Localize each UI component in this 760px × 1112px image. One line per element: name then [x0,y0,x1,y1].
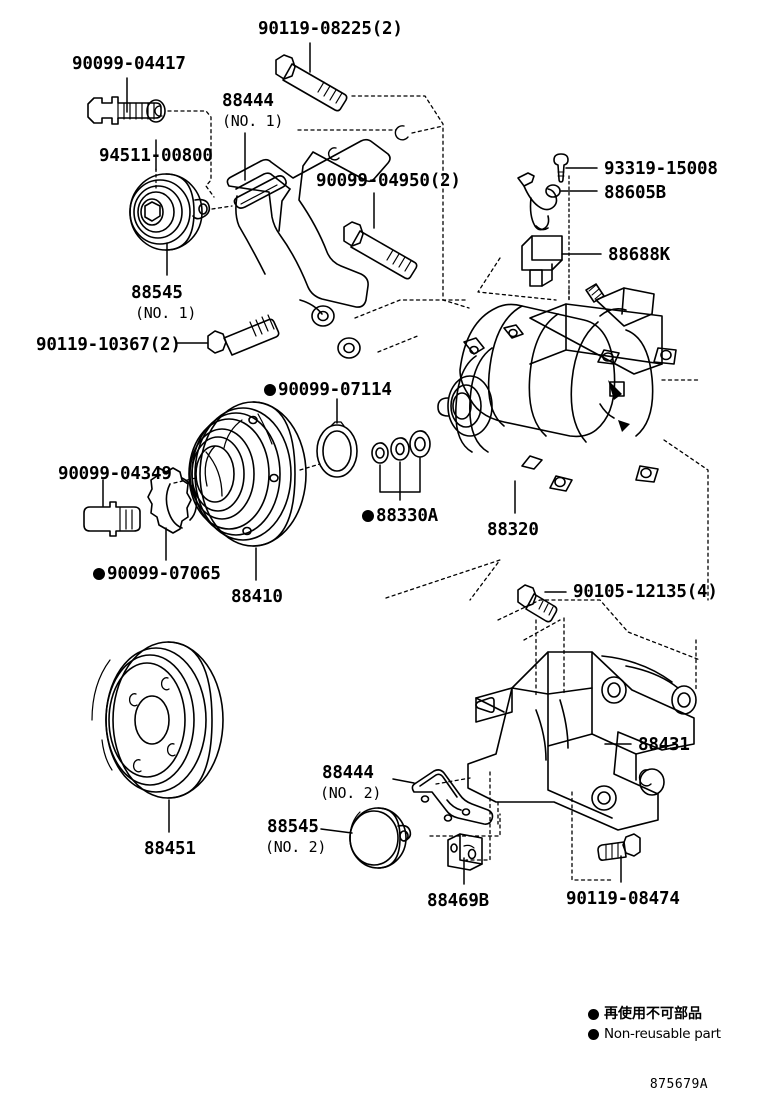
assembly-path-88410 [173,463,321,484]
part-88330A [371,430,431,501]
label-90099-07114: 90099-07114 [264,381,392,399]
non-reusable-marker-icon [93,568,105,580]
label-88469B: 88469B [427,891,490,911]
leader-lines [102,42,632,885]
label-88444-no2-suffix: (NO. 2) [320,784,382,802]
alignment-axes [155,167,570,301]
label-90105-12135: 90105-12135(4) [573,582,718,602]
part-88444-no1 [226,125,409,359]
non-reusable-marker-icon [264,384,276,396]
non-reusable-marker-icon [362,510,374,522]
legend-japanese-text: 再使用不可部品 [604,1006,702,1022]
label-88545-no2-suffix: (NO. 2) [265,838,327,856]
label-90119-10367: 90119-10367(2) [36,335,181,355]
label-88431: 88431 [638,735,690,755]
part-90099-04349 [83,501,141,537]
non-reusable-marker-icon [588,1028,599,1040]
label-88444-no2: 88444 [322,763,374,783]
part-94511-00800 [146,99,166,123]
legend-row-english: Non-reusable part [588,1024,721,1044]
figure-id: 875679A [649,1077,709,1092]
label-90099-04349: 90099-04349 [58,464,172,484]
label-94511-00800: 94511-00800 [99,146,213,166]
part-90119-08225 [275,54,348,112]
assembly-path-88444-no1 [297,95,470,353]
assembly-path-88688K [477,257,570,301]
label-93319-15008: 93319-15008 [604,159,718,179]
label-88410: 88410 [231,587,283,607]
part-90099-04950 [343,221,418,280]
label-88545-no1-suffix: (NO. 1) [135,304,197,322]
part-88545-no1 [129,173,211,251]
legend-row-japanese: 再使用不可部品 [588,1004,721,1024]
part-88410 [188,401,307,547]
label-88320: 88320 [487,520,539,540]
part-88545-no2 [349,807,412,869]
legend-english-text: Non-reusable part [604,1026,721,1042]
label-90099-04950: 90099-04950(2) [316,171,461,191]
part-88431 [467,651,697,831]
label-90119-08225: 90119-08225(2) [258,19,403,39]
part-88688K [521,235,563,287]
assembly-path-88545-no1 [167,110,233,210]
label-88545-no1: 88545 [131,283,183,303]
label-88688K: 88688K [608,245,671,265]
part-88320 [437,283,677,492]
label-88330A: 88330A [362,507,438,525]
label-90099-07065: 90099-07065 [93,565,221,583]
non-reusable-marker-icon [588,1008,599,1020]
legend: 再使用不可部品 Non-reusable part [588,1004,721,1044]
part-88451 [91,641,224,799]
part-93319-15008 [553,153,569,183]
part-90099-07114 [316,421,358,478]
label-88605B: 88605B [604,183,667,203]
part-88469B [447,833,483,871]
label-90099-04417: 90099-04417 [72,54,186,74]
label-88444-no1-suffix: (NO. 1) [222,112,284,130]
label-88545-no2: 88545 [267,817,319,837]
part-90099-07065 [147,467,198,534]
part-90119-08474 [597,833,641,861]
part-88444-no2 [411,769,494,825]
label-88444-no1: 88444 [222,91,274,111]
part-88605B [517,172,561,231]
part-90119-10367 [207,314,280,356]
assembly-path-88431 [429,599,701,881]
label-90119-08474: 90119-08474 [566,889,680,909]
assembly-path-88320 [385,379,709,601]
part-90105-12135 [517,584,558,623]
label-88451: 88451 [144,839,196,859]
